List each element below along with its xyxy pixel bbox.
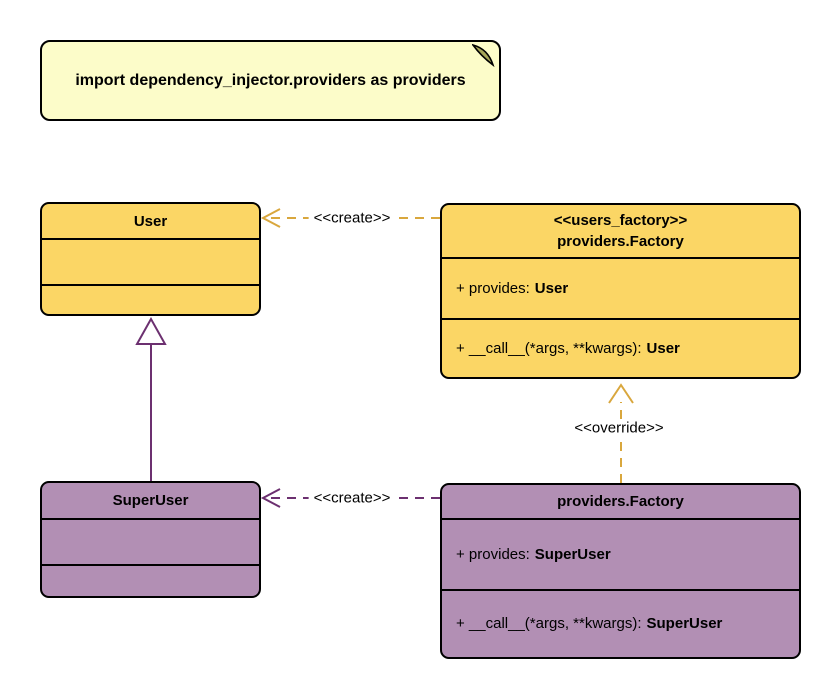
class-super-users-factory-provides-row: + provides: SuperUser [442,518,799,589]
provides-type: SuperUser [534,545,611,563]
class-user-methods-compartment [42,284,259,314]
class-super-user-name: SuperUser [112,492,189,509]
class-users-factory-title: <<users_factory>> providers.Factory [442,205,799,257]
create-label-top: <<create>> [308,209,396,227]
edge-inheritance [135,316,167,481]
class-user-attributes-compartment [42,238,259,284]
call-type: SuperUser [646,615,723,632]
provides-label: + provides: [456,545,530,563]
class-users-factory: <<users_factory>> providers.Factory + pr… [440,203,801,379]
override-label: <<override>> [569,419,669,437]
call-label: + __call__(*args, **kwargs): [456,615,642,632]
class-users-factory-provides-row: + provides: User [442,257,799,318]
class-super-users-factory: providers.Factory + provides: SuperUser … [440,483,801,659]
class-user: User [40,202,261,316]
class-super-user-methods-compartment [42,564,259,596]
create-label-bottom: <<create>> [308,489,396,507]
call-label: + __call__(*args, **kwargs): [456,339,642,357]
class-users-factory-call-row: + __call__(*args, **kwargs): User [442,318,799,377]
class-super-user-attributes-compartment [42,518,259,564]
note-fold-icon [472,44,495,68]
import-note: import dependency_injector.providers as … [40,40,501,121]
class-user-title: User [42,204,259,238]
class-super-user-title: SuperUser [42,483,259,518]
class-super-users-factory-call-row: + __call__(*args, **kwargs): SuperUser [442,589,799,657]
class-users-factory-stereotype: <<users_factory>> [553,212,688,229]
class-super-user: SuperUser [40,481,261,598]
provides-label: + provides: [456,279,530,297]
call-type: User [646,339,680,357]
provides-type: User [534,279,569,297]
note-text: import dependency_injector.providers as … [75,71,466,89]
class-super-users-factory-title: providers.Factory [442,485,799,518]
class-user-name: User [133,212,168,230]
class-super-users-factory-name: providers.Factory [557,493,684,510]
class-users-factory-name: providers.Factory [557,233,684,250]
